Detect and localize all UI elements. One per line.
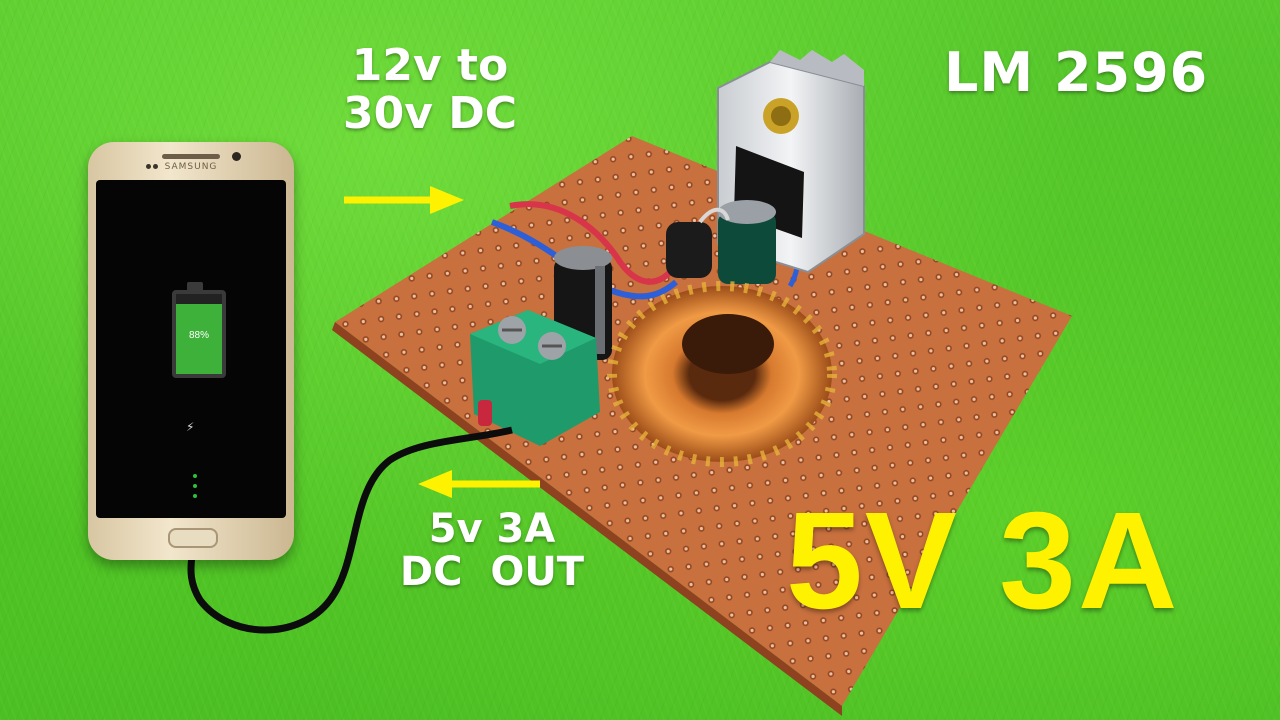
screw-terminal	[470, 310, 600, 446]
phone-speaker	[162, 154, 220, 159]
diode	[666, 207, 730, 278]
charging-dots	[193, 474, 197, 504]
input-label-line1: 12v to	[351, 40, 509, 91]
battery-cap	[187, 282, 203, 290]
cable-tip-red	[478, 400, 492, 426]
phone-screen: 88% ⚡	[96, 180, 286, 518]
toroid-inductor	[607, 281, 837, 467]
home-button	[168, 528, 218, 548]
input-label-line2: 30v DC	[342, 87, 518, 139]
usb-cable	[187, 426, 513, 634]
input-arrow	[344, 186, 464, 214]
charging-bolt-icon: ⚡	[186, 420, 195, 434]
input-voltage-label: 12v to 30v DC	[330, 42, 530, 137]
output-label-line1: 5v 3A	[428, 506, 556, 552]
red-wire	[509, 201, 675, 285]
smartphone: SAMSUNG 88% ⚡	[88, 142, 294, 560]
chip-title: LM 2596	[944, 41, 1209, 104]
battery-percent: 88%	[188, 330, 209, 341]
headline-5v-3a: 5V 3A	[786, 484, 1180, 638]
battery-icon: 88%	[172, 290, 226, 378]
phone-sensors	[146, 154, 160, 169]
phone-brand: SAMSUNG	[164, 162, 218, 172]
output-label-line2: DC OUT	[399, 549, 585, 596]
output-label: 5v 3A DC OUT	[372, 506, 612, 596]
battery-fill	[176, 303, 222, 374]
phone-camera-icon	[232, 152, 241, 161]
capacitor-small	[718, 200, 776, 284]
output-arrow	[418, 470, 540, 498]
